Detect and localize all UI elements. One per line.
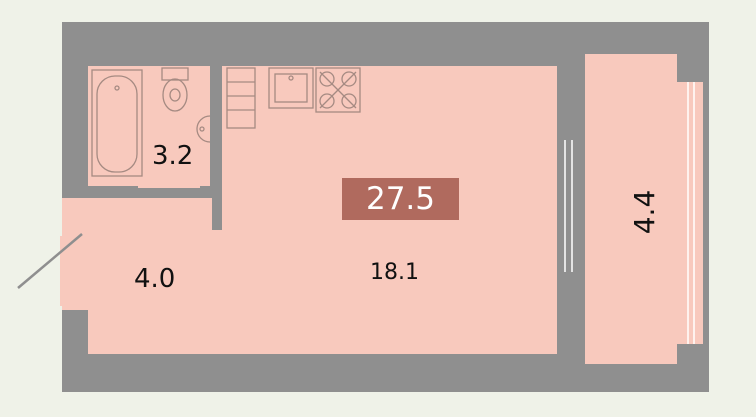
bathroom-floor [88, 66, 213, 188]
balcony-corner-top [677, 54, 709, 82]
balcony-door-window [564, 140, 573, 272]
toilet-icon [161, 67, 189, 112]
balcony-divider-bottom [557, 272, 585, 354]
balcony-floor [585, 54, 683, 364]
kitchen-partition [212, 198, 222, 230]
hallway-area-label: 4.0 [134, 264, 176, 294]
kitchen-sink-icon [268, 67, 314, 109]
balcony-divider-top [557, 54, 585, 140]
hallway-floor-lower [88, 198, 222, 354]
stove-icon [315, 67, 361, 113]
fridge-icon [226, 67, 256, 129]
bathroom-area-label: 3.2 [152, 141, 194, 171]
bathroom-wall-right [210, 66, 222, 188]
balcony-floor-edge [683, 82, 703, 344]
sink-icon [196, 115, 211, 143]
living-room-area-label: 18.1 [370, 260, 419, 285]
balcony-corner-bottom [677, 344, 709, 364]
entrance-opening [60, 236, 64, 306]
entrance-door-icon [17, 233, 83, 289]
bathtub-icon [91, 69, 143, 177]
balcony-area-label: 4.4 [628, 189, 661, 235]
balcony-window [687, 82, 695, 344]
bathroom-wall-stub [200, 186, 222, 198]
total-area-badge: 27.5 [342, 178, 459, 220]
bathroom-wall-bottom [88, 186, 138, 198]
